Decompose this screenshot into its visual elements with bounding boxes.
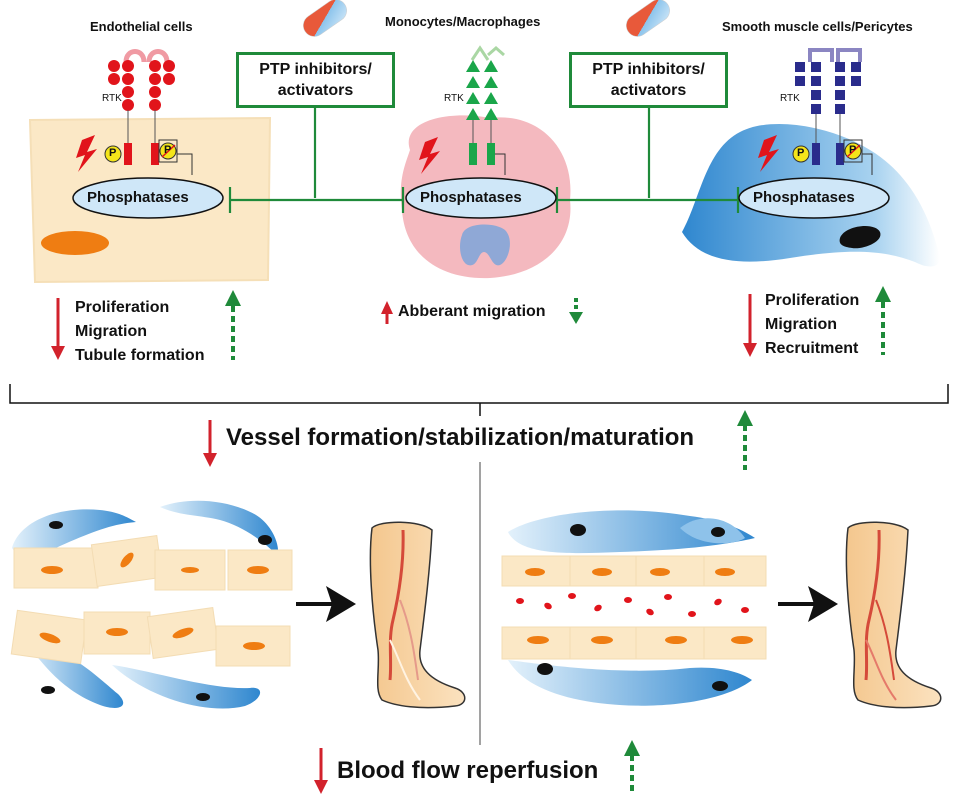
right-progression-arrow-icon [778, 586, 838, 622]
endothelial-decrease-arrow-icon [51, 298, 65, 360]
smc-p-label: P [797, 147, 805, 159]
blood-flow-increase-arrow-icon [624, 740, 640, 795]
endothelial-increase-arrow-icon [225, 290, 241, 360]
smc-rtk-label: RTK [780, 93, 800, 104]
monocyte-signal-bolt-icon [419, 137, 440, 174]
inhibition-connectors [228, 103, 740, 213]
endothelial-rtk-receptor [108, 49, 193, 175]
smc-effect-item: Recruitment [765, 340, 859, 357]
smc-p2-label: P [849, 144, 857, 156]
smc-signal-bolt-icon [758, 135, 779, 172]
endothelial-p-label: P [109, 147, 117, 159]
smc-phosphatase-ellipse [738, 177, 890, 219]
endothelial-nucleus [41, 231, 109, 255]
reperfused-leg-illustration [845, 521, 942, 709]
drug-pill-icon-right [626, 0, 670, 37]
disorganized-vessel-illustration [10, 500, 293, 709]
monocyte-effect-item: Abberant migration [398, 303, 546, 320]
smc-rtk-receptor [795, 48, 873, 175]
monocyte-rtk-label: RTK [444, 93, 464, 104]
monocyte-title: Monocytes/Macrophages [385, 14, 541, 29]
vessel-increase-arrow-icon [737, 410, 753, 470]
smc-title: Smooth muscle cells/Pericytes [722, 19, 913, 34]
ptp-drug-box-right: PTP inhibitors/activators [569, 52, 728, 108]
ptp-box-right-line1: PTP inhibitors/ [592, 61, 705, 78]
endothelial-rtk-label: RTK [102, 93, 122, 104]
endothelial-phosphatase-label: Phosphatases [87, 189, 189, 206]
endothelial-title: Endothelial cells [90, 19, 193, 34]
monocyte-phosphatase-label: Phosphatases [420, 189, 522, 206]
smc-effect-item: Migration [765, 316, 837, 333]
smc-increase-arrow-icon [875, 286, 891, 355]
summary-bracket [9, 384, 949, 416]
monocyte-increase-arrow-icon [381, 301, 393, 324]
left-progression-arrow-icon [296, 586, 356, 622]
drug-pill-icon-left [303, 0, 347, 37]
organized-vessel-illustration [501, 510, 767, 706]
endothelial-effect-item: Tubule formation [75, 347, 205, 364]
endothelial-phospho-badge [104, 145, 122, 163]
monocyte-nucleus [460, 224, 510, 266]
endothelial-phosphatase-ellipse [72, 177, 224, 219]
smc-effect-item: Proliferation [765, 292, 860, 309]
ptp-drug-box-left: PTP inhibitors/activators [236, 52, 395, 108]
smc-effects-list: Proliferation Migration Recruitment [765, 289, 859, 361]
endothelial-effect-item: Migration [75, 323, 147, 340]
endothelial-effect-item: Proliferation [75, 299, 170, 316]
smc-nucleus [839, 226, 881, 249]
smc-phosphatase-label: Phosphatases [753, 189, 855, 206]
monocyte-decrease-arrow-icon [569, 298, 583, 324]
monocyte-rtk-receptor [466, 45, 506, 175]
vessel-outcome-label: Vessel formation/stabilization/maturatio… [226, 424, 695, 451]
ischemic-leg-illustration [369, 521, 466, 709]
vessel-decrease-arrow-icon [203, 420, 217, 467]
smc-decrease-arrow-icon [743, 294, 757, 357]
endothelial-effects-list: Proliferation Migration Tubule formation [75, 296, 204, 368]
blood-flow-outcome-label: Blood flow reperfusion [337, 757, 599, 784]
monocyte-phosphatase-ellipse [405, 177, 557, 219]
endothelial-signal-bolt-icon [76, 135, 97, 172]
ptp-box-left-line2: activators [277, 82, 354, 99]
smc-phospho-badge [792, 145, 810, 163]
blood-flow-decrease-arrow-icon [314, 748, 328, 794]
ptp-box-right-line2: activators [610, 82, 687, 99]
ptp-box-left-line1: PTP inhibitors/ [259, 61, 372, 78]
endothelial-p2-label: P [164, 144, 172, 156]
